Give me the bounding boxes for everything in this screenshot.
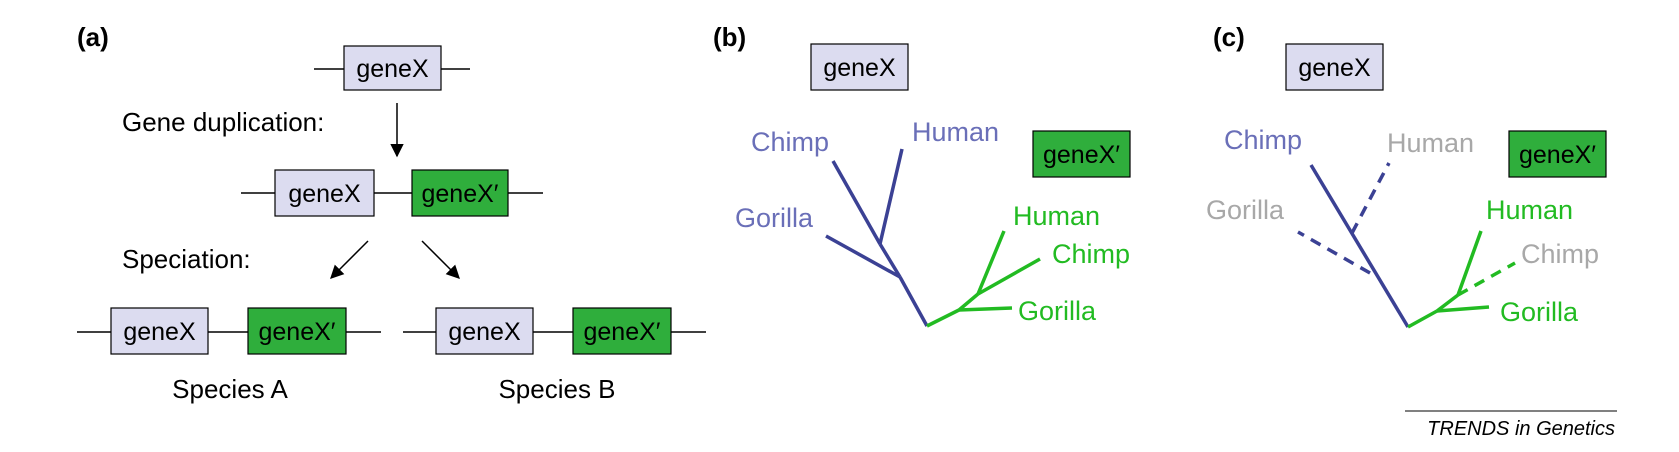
human-branch: [878, 148, 904, 245]
human-label: Human: [1486, 195, 1573, 225]
panel-b-label: (b): [713, 22, 746, 52]
chimp-branch-dashed: [1457, 261, 1516, 297]
chimp-branch: [831, 160, 882, 245]
gene-x-box: [810, 43, 909, 91]
gene-x-prime-box: [1508, 130, 1607, 178]
speciation-label: Speciation:: [122, 244, 251, 274]
gorilla-branch: [1436, 305, 1490, 313]
gene-x-text: geneX: [123, 318, 196, 346]
chimp-branch: [977, 257, 1041, 296]
gene-x-prime-tree: [1407, 230, 1516, 329]
duplicated-gene-pair: geneX geneX′: [241, 169, 543, 217]
gene-x-text: geneX: [448, 318, 521, 346]
gene-x-box: [110, 307, 209, 355]
species-b-label: Species B: [498, 374, 615, 404]
gene-x-tree: [825, 148, 929, 327]
gene-x-text: geneX: [1298, 54, 1371, 82]
gene-x-root-branch: [898, 276, 929, 327]
panel-c-label: (c): [1213, 22, 1245, 52]
gorilla-label: Gorilla: [1018, 296, 1097, 326]
gorilla-label: Gorilla: [1206, 195, 1285, 225]
species-a-label: Species A: [172, 374, 288, 404]
panel-c: (c) geneX geneX′ Chimp Human Gorilla Hum…: [1206, 22, 1607, 329]
gene-x-prime-text: geneX′: [259, 318, 336, 346]
gene-x-prime-tree: [926, 230, 1041, 328]
gene-x-box: [274, 169, 375, 217]
human-label: Human: [912, 117, 999, 147]
species-b-genes: geneX geneX′: [403, 307, 706, 355]
gene-x-prime-box: [247, 307, 347, 355]
internal-branch: [957, 292, 980, 312]
human-label: Human: [1013, 201, 1100, 231]
gene-x-prime-text: geneX′: [584, 318, 661, 346]
species-a-genes: geneX geneX′: [77, 307, 381, 355]
gene-x-prime-box: [1032, 130, 1131, 178]
gene-x-box: [343, 45, 442, 91]
gene-x-prime-text: geneX′: [1043, 141, 1120, 169]
chimp-label: Chimp: [1224, 125, 1302, 155]
gorilla-label: Gorilla: [735, 203, 814, 233]
gene-x-prime-text: geneX′: [1519, 141, 1596, 169]
original-gene-x: geneX: [314, 45, 470, 91]
gene-x-box: [435, 307, 534, 355]
chimp-branch: [1309, 164, 1410, 328]
chimp-label: Chimp: [1521, 239, 1599, 269]
speciation-arrow-right: [421, 240, 460, 279]
panel-b: (b) geneX geneX′ Chimp Human Gorilla Hum…: [713, 22, 1131, 328]
chimp-label: Chimp: [1052, 239, 1130, 269]
internal-branch: [878, 243, 902, 278]
gorilla-branch: [825, 234, 901, 279]
internal-branch: [1435, 293, 1460, 313]
human-branch: [976, 230, 1006, 295]
gene-duplication-label: Gene duplication:: [122, 107, 324, 137]
panel-a-label: (a): [77, 22, 109, 52]
gene-x-prime-box: [411, 169, 509, 217]
gene-x-text: geneX: [356, 55, 429, 83]
chimp-label: Chimp: [751, 127, 829, 157]
gorilla-branch-dashed: [1297, 230, 1371, 275]
panel-a: (a) geneX Gene duplication: geneX geneX′…: [77, 22, 706, 404]
human-label: Human: [1387, 128, 1474, 158]
gene-x-prime-root-branch: [926, 308, 960, 328]
speciation-arrow-left: [330, 240, 369, 279]
gene-x-text: geneX: [823, 54, 896, 82]
gorilla-label: Gorilla: [1500, 297, 1579, 327]
journal-credit: TRENDS in Genetics: [1427, 418, 1615, 440]
gene-x-box: [1285, 43, 1384, 91]
gene-x-prime-root-branch: [1407, 309, 1438, 329]
human-branch-dashed: [1350, 162, 1391, 234]
human-branch: [1456, 230, 1483, 296]
gene-x-prime-box: [572, 307, 672, 355]
gene-x-tree: [1297, 162, 1410, 328]
gene-x-text: geneX: [288, 180, 361, 208]
gorilla-branch: [958, 306, 1013, 312]
gene-x-prime-text: geneX′: [422, 180, 499, 208]
